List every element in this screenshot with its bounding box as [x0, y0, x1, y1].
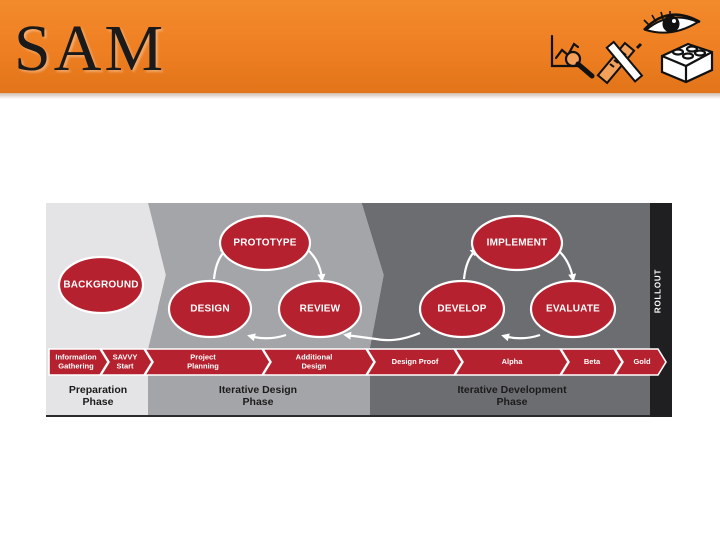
- eye-icon: [643, 11, 701, 34]
- step-beta: [559, 348, 623, 376]
- review-label: REVIEW: [299, 303, 341, 315]
- prototype-node: [218, 214, 312, 272]
- slide-header: SAM: [0, 0, 720, 93]
- arrow-evaluate-to-develop: [501, 333, 541, 342]
- arrow-prototype-to-review: [307, 249, 326, 282]
- lego-brick-icon: [660, 42, 714, 84]
- arrow-review-to-develop: [343, 331, 421, 342]
- arrow-review-to-design: [247, 333, 287, 342]
- header-icon-group: [540, 0, 720, 93]
- prototype-label: PROTOTYPE: [233, 237, 297, 249]
- savvy-start-label: SAVVY Start: [112, 352, 138, 370]
- step-design-proof: [365, 348, 463, 376]
- diagram-graphics: [46, 203, 672, 417]
- step-gold: [613, 348, 667, 376]
- step-project-planning: [143, 348, 271, 376]
- background-label: BACKGROUND: [63, 279, 139, 291]
- project-planning-label: Project Planning: [187, 352, 219, 370]
- additional-design-label: Additional Design: [295, 352, 333, 370]
- review-node: [277, 279, 363, 339]
- step-additional-design: [261, 348, 375, 376]
- implement-label: IMPLEMENT: [486, 237, 548, 249]
- implement-node: [470, 214, 564, 272]
- evaluate-label: EVALUATE: [545, 303, 601, 315]
- information-gathering-label: Information Gathering: [55, 352, 97, 370]
- background-node: [57, 255, 145, 315]
- design-proof-label: Design Proof: [391, 356, 439, 366]
- rollout-label: ROLLOUT: [653, 268, 663, 314]
- design-label: DESIGN: [190, 303, 230, 315]
- step-savvy-start: [99, 348, 153, 376]
- develop-node: [418, 279, 506, 339]
- develop-label: DEVELOP: [437, 303, 487, 315]
- slide-title: SAM: [14, 12, 167, 85]
- evaluate-node: [529, 279, 617, 339]
- beta-label: Beta: [583, 356, 601, 366]
- preparation-phase-label: Preparation Phase: [68, 384, 128, 408]
- gold-label: Gold: [633, 356, 651, 366]
- ruler-pencil-icon: [596, 40, 644, 85]
- chart-magnifier-icon: [550, 34, 595, 79]
- iterative-design-phase-label: Iterative Design Phase: [218, 384, 298, 408]
- step-alpha: [453, 348, 569, 376]
- design-node: [167, 279, 253, 339]
- header-shadow: [0, 93, 720, 99]
- sam-process-diagram: BACKGROUND PROTOTYPE DESIGN REVIEW IMPLE…: [46, 203, 672, 417]
- iterative-development-phase-label: Iterative Development Phase: [457, 384, 567, 408]
- step-information-gathering: [48, 348, 109, 376]
- iterative-design-phase-bg-left: [148, 203, 166, 349]
- alpha-label: Alpha: [501, 356, 523, 366]
